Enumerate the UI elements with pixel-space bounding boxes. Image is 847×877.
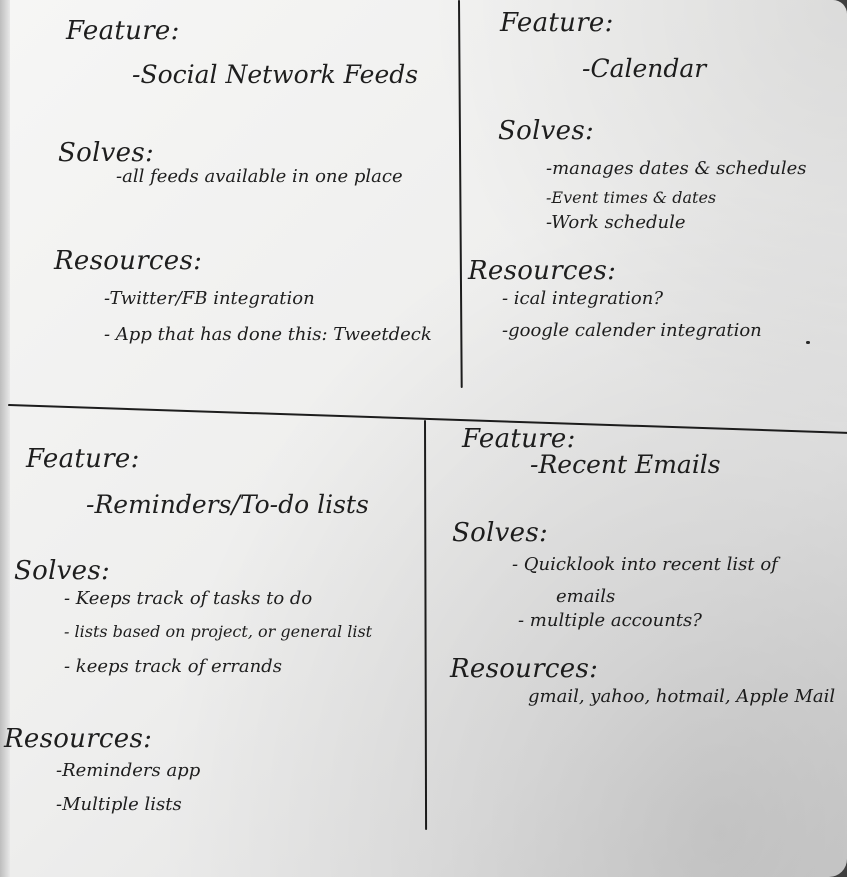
solves-heading: Solves:: [498, 116, 595, 146]
feature-title: -Reminders/To-do lists: [86, 490, 369, 519]
solves-item: - lists based on project, or general lis…: [64, 622, 373, 641]
divider-horizontal: [7, 404, 847, 435]
pen-mark: [806, 341, 810, 344]
solves-item: -Event times & dates: [546, 188, 717, 207]
resources-item: -google calender integration: [502, 320, 762, 341]
solves-item: -manages dates & schedules: [546, 158, 807, 179]
resources-item: - ical integration?: [502, 288, 664, 309]
resources-item: - App that has done this: Tweetdeck: [104, 324, 432, 345]
solves-item: - multiple accounts?: [518, 610, 702, 631]
solves-item: - keeps track of errands: [64, 656, 282, 677]
divider-vertical-top: [458, 0, 463, 388]
resources-item: gmail, yahoo, hotmail, Apple Mail: [528, 686, 836, 707]
solves-item: - Keeps track of tasks to do: [64, 588, 313, 609]
notebook-binding: [0, 0, 10, 877]
resources-heading: Resources:: [54, 246, 203, 276]
solves-item: - Quicklook into recent list of: [512, 554, 778, 575]
resources-heading: Resources:: [450, 654, 599, 684]
solves-heading: Solves:: [58, 138, 155, 168]
resources-heading: Resources:: [468, 256, 617, 286]
resources-item: -Reminders app: [56, 760, 201, 781]
divider-vertical-bottom: [424, 419, 428, 830]
feature-heading: Feature:: [500, 8, 614, 38]
feature-title: -Social Network Feeds: [132, 60, 419, 89]
resources-heading: Resources:: [4, 724, 153, 754]
solves-item: emails: [556, 586, 616, 607]
solves-item: -Work schedule: [546, 212, 686, 233]
solves-heading: Solves:: [452, 518, 549, 548]
solves-heading: Solves:: [14, 556, 111, 586]
feature-title: -Calendar: [582, 54, 707, 83]
feature-heading: Feature:: [462, 424, 576, 454]
resources-item: -Twitter/FB integration: [104, 288, 315, 309]
feature-heading: Feature:: [26, 444, 140, 474]
feature-heading: Feature:: [66, 16, 180, 46]
feature-title: -Recent Emails: [530, 450, 721, 479]
solves-item: -all feeds available in one place: [116, 166, 403, 187]
resources-item: -Multiple lists: [56, 794, 182, 815]
